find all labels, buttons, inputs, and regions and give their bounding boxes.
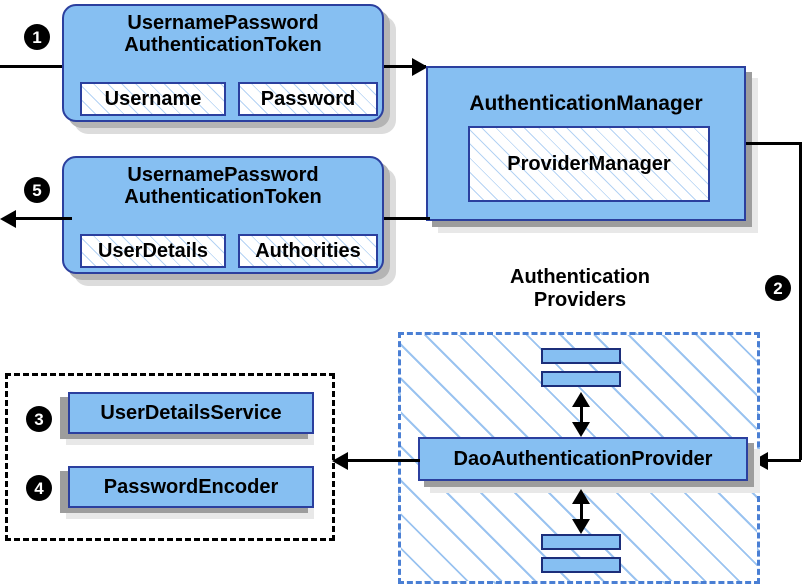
outgoing-response-arrowhead xyxy=(0,210,16,228)
auth-manager-box[interactable]: AuthenticationManager ProviderManager xyxy=(426,66,746,221)
provider-bar-top-2[interactable] xyxy=(541,371,621,387)
request-token-field-username[interactable]: Username xyxy=(80,82,226,116)
request-token-title: UsernamePassword AuthenticationToken xyxy=(64,12,382,57)
dao-authentication-provider-box[interactable]: DaoAuthenticationProvider xyxy=(418,437,748,481)
request-token-title-line2: AuthenticationToken xyxy=(124,34,322,57)
manager-to-providers-hline-bottom xyxy=(766,459,801,462)
response-token-field-authorities[interactable]: Authorities xyxy=(238,234,378,268)
response-token-title-line1: UsernamePassword xyxy=(127,164,319,186)
request-token-title-line1: UsernamePassword xyxy=(127,12,319,34)
response-token-title: UsernamePassword AuthenticationToken xyxy=(64,164,382,209)
provider-bar-bottom-1[interactable] xyxy=(541,534,621,550)
provider-bar-bottom-2[interactable] xyxy=(541,557,621,573)
step-badge-3: 3 xyxy=(26,406,52,432)
provider-link-top-line xyxy=(580,395,583,430)
request-token-field-password[interactable]: Password xyxy=(238,82,378,116)
provider-link-top-arrow-down xyxy=(572,422,590,437)
provider-to-services-line xyxy=(346,459,420,462)
provider-to-services-arrowhead xyxy=(332,452,348,470)
services-zone xyxy=(5,373,335,541)
incoming-request-line xyxy=(0,65,72,68)
outgoing-response-line xyxy=(16,217,72,220)
provider-bar-top-1[interactable] xyxy=(541,348,621,364)
request-token-box[interactable]: UsernamePassword AuthenticationToken Use… xyxy=(62,4,384,122)
provider-link-bottom-line xyxy=(580,492,583,527)
step-badge-5: 5 xyxy=(24,177,50,203)
password-encoder-box[interactable]: PasswordEncoder xyxy=(68,466,314,508)
provider-link-bottom-arrow-down xyxy=(572,519,590,534)
provider-link-top-arrow-up xyxy=(572,392,590,407)
provider-link-bottom-arrow-up xyxy=(572,489,590,504)
manager-to-providers-hline-top xyxy=(746,142,801,145)
response-token-field-userdetails[interactable]: UserDetails xyxy=(80,234,226,268)
providers-zone-title-line1: Authentication xyxy=(510,266,650,288)
request-to-manager-arrowhead xyxy=(412,58,428,76)
manager-to-response-line xyxy=(384,217,430,220)
response-token-box[interactable]: UsernamePassword AuthenticationToken Use… xyxy=(62,156,384,274)
step-badge-4: 4 xyxy=(26,475,52,501)
step-badge-1: 1 xyxy=(24,24,50,50)
manager-to-providers-vline xyxy=(799,142,802,460)
userdetails-service-box[interactable]: UserDetailsService xyxy=(68,392,314,434)
request-to-manager-line xyxy=(384,65,426,68)
providers-zone-title: Authentication Providers xyxy=(466,266,694,312)
step-badge-2: 2 xyxy=(765,275,791,301)
auth-manager-title: AuthenticationManager xyxy=(469,92,703,115)
provider-manager-box[interactable]: ProviderManager xyxy=(468,126,710,202)
providers-zone-title-line2: Providers xyxy=(533,289,627,311)
response-token-title-line2: AuthenticationToken xyxy=(124,186,322,209)
